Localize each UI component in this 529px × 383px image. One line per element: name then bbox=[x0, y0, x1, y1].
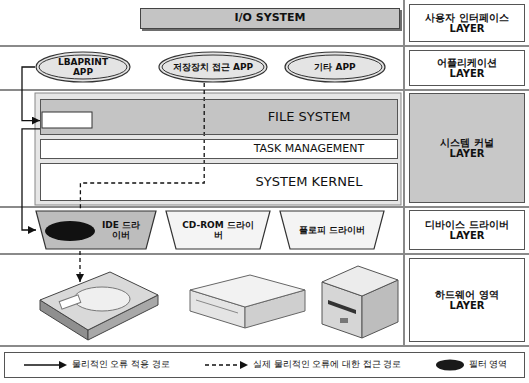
disk-platter bbox=[74, 287, 130, 311]
hard-disk-picture bbox=[40, 272, 158, 340]
separator-line bbox=[0, 45, 529, 47]
disk-label bbox=[59, 295, 81, 309]
kernel-panel bbox=[35, 93, 401, 205]
app-ellipse: LBAPRINT APP bbox=[35, 51, 131, 83]
filter-module-box bbox=[42, 112, 92, 128]
node-text: CD-ROM 드라이버 bbox=[178, 220, 258, 241]
legend-line bbox=[205, 364, 240, 365]
node-text: SYSTEM KERNEL bbox=[256, 175, 363, 190]
floppy-button bbox=[340, 318, 348, 323]
app-ellipse: 저장장치 접근 APP bbox=[158, 51, 268, 83]
legend-line bbox=[24, 364, 59, 365]
legend-line-sample bbox=[22, 359, 68, 371]
error-path bbox=[22, 67, 40, 121]
node-text: TASK MANAGEMENT bbox=[254, 143, 365, 156]
trapezoid-outline bbox=[36, 211, 156, 249]
legend-box: 물리적인 오류 적용 경로 실제 물리적인 오류에 대한 접근 경로 필터 영역 bbox=[4, 352, 525, 378]
filter-region bbox=[45, 221, 95, 241]
layer-separators bbox=[0, 0, 529, 346]
ellipse-outer bbox=[159, 52, 267, 82]
legend-text: 실제 물리적인 오류에 대한 접근 경로 bbox=[253, 360, 402, 370]
trapezoid-shape bbox=[166, 211, 270, 249]
node-text: 시스템 커널 LAYER bbox=[422, 137, 512, 160]
ellipse-inner bbox=[39, 55, 127, 79]
driver-trapezoid: 플로피 드라이버 bbox=[280, 211, 384, 249]
kernel-box: FILE SYSTEM bbox=[40, 99, 398, 135]
trapezoid-shape bbox=[36, 211, 156, 249]
layer-label: 하드웨어 영역 LAYER bbox=[409, 258, 525, 342]
kernel-fill bbox=[40, 163, 398, 201]
separator-line bbox=[0, 206, 529, 208]
node-text: 플로피 드라이버 bbox=[299, 225, 365, 235]
column-separator bbox=[403, 0, 405, 346]
driver-trapezoid: IDE 드라이버 bbox=[36, 211, 156, 249]
kernel-box: TASK MANAGEMENT bbox=[40, 139, 398, 159]
node-text: 기타 APP bbox=[314, 62, 355, 72]
legend-arrowhead bbox=[59, 361, 67, 369]
legend-text: 물리적인 오류 적용 경로 bbox=[72, 360, 170, 370]
layer-label: 시스템 커널 LAYER bbox=[409, 93, 525, 203]
app-ellipse: 기타 APP bbox=[284, 51, 386, 83]
node-text: 어플리케이션 LAYER bbox=[422, 57, 512, 80]
cdrom-picture bbox=[190, 275, 305, 328]
ellipse-inner bbox=[288, 55, 382, 79]
legend-item: 물리적인 오류 적용 경로 bbox=[22, 359, 170, 371]
ellipse-outer bbox=[285, 52, 385, 82]
layer-label: 어플리케이션 LAYER bbox=[409, 50, 525, 86]
separator-line bbox=[0, 89, 529, 91]
separator-line bbox=[0, 345, 529, 347]
node-text: IDE 드라이버 bbox=[98, 220, 144, 241]
layer-label: 사용자 인터페이스 LAYER bbox=[409, 4, 525, 42]
legend-swatch-ellipse bbox=[436, 360, 464, 371]
legend-item: 필터 영역 bbox=[435, 359, 508, 371]
node-text: LBAPRINT APP bbox=[47, 57, 119, 78]
cdrom-top bbox=[190, 275, 305, 307]
legend-item: 실제 물리적인 오류에 대한 접근 경로 bbox=[203, 359, 402, 371]
legend-arrowhead bbox=[240, 361, 248, 369]
ellipse-outer bbox=[36, 52, 130, 82]
file-system-fill bbox=[40, 99, 398, 135]
system-box: I/O SYSTEM bbox=[140, 8, 400, 29]
layer-label: 디바이스 드라이버 LAYER bbox=[409, 210, 525, 250]
floppy-top bbox=[322, 266, 398, 296]
driver-trapezoid: CD-ROM 드라이버 bbox=[166, 211, 270, 249]
ellipse-inner bbox=[162, 55, 264, 79]
legend-line-sample bbox=[203, 359, 249, 371]
floppy-picture bbox=[322, 266, 398, 338]
node-text: 디바이스 드라이버 LAYER bbox=[422, 219, 512, 242]
node-text: 사용자 인터페이스 LAYER bbox=[422, 12, 512, 35]
access-path-line bbox=[79, 251, 80, 282]
node-text: FILE SYSTEM bbox=[268, 110, 351, 125]
task-fill bbox=[40, 139, 398, 159]
cdrom-tray bbox=[196, 300, 238, 313]
legend-text: 필터 영역 bbox=[469, 360, 508, 370]
disk-top bbox=[40, 272, 158, 330]
node-text: 저장장치 접근 APP bbox=[173, 62, 253, 72]
access-path bbox=[80, 83, 204, 211]
trapezoid-shape bbox=[280, 211, 384, 249]
node-text: I/O SYSTEM bbox=[234, 12, 305, 25]
kernel-box: SYSTEM KERNEL bbox=[40, 163, 398, 201]
node-text: 하드웨어 영역 LAYER bbox=[422, 289, 512, 312]
legend-swatch bbox=[435, 359, 465, 371]
floppy-slot bbox=[328, 300, 356, 314]
